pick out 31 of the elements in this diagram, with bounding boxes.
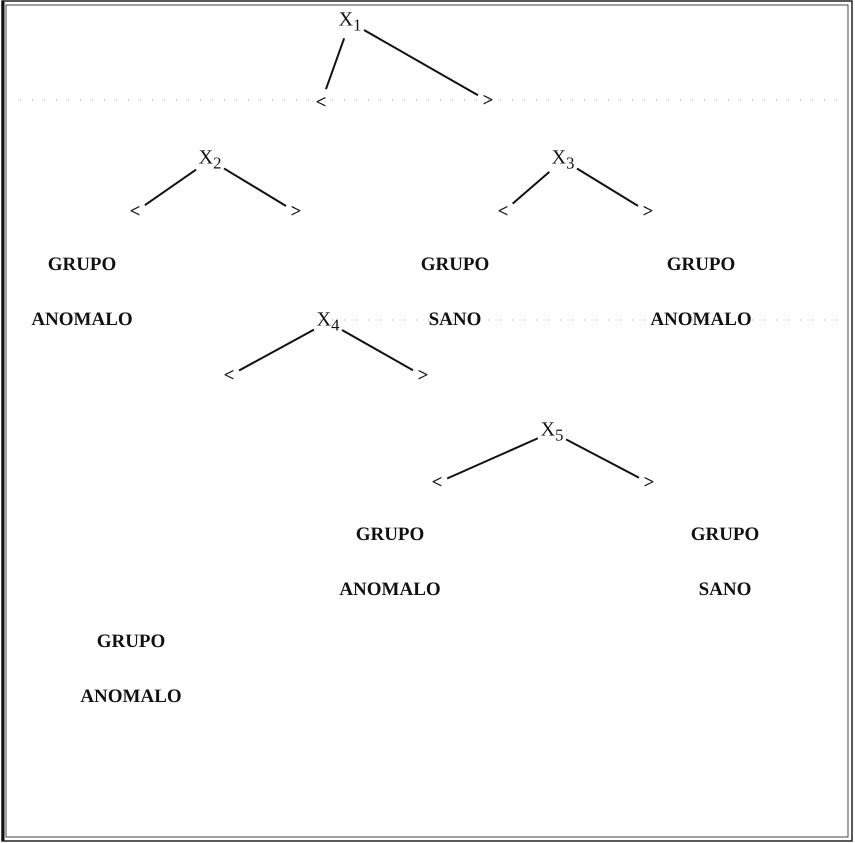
group-label: GRUPO ANOMALO	[339, 507, 441, 617]
comparison-sign: <	[496, 201, 510, 223]
variable-label: X$_{4}$	[316, 308, 340, 336]
variable-label: X$_{3}$	[552, 146, 574, 174]
branch-line	[342, 329, 414, 372]
variable-label: X$_{1}$	[338, 8, 362, 36]
group-label: GRUPO SANO	[690, 507, 760, 617]
comparison-sign: >	[480, 90, 496, 112]
comparison-sign: <	[222, 365, 236, 387]
branch-line	[364, 29, 478, 96]
branch-line	[223, 168, 287, 207]
group-label: GRUPO ANOMALO	[31, 237, 133, 347]
comparison-sign: >	[416, 365, 430, 387]
comparison-sign: <	[314, 92, 328, 114]
comparison-sign: <	[430, 472, 444, 494]
comparison-sign: <	[128, 201, 142, 223]
branch-line	[566, 438, 640, 479]
branch-line	[576, 168, 639, 207]
comparison-sign: >	[640, 201, 656, 223]
branch-line	[512, 171, 550, 204]
branch-line	[238, 328, 314, 372]
comparison-sign: >	[642, 472, 656, 494]
variable-label: X$_{2}$	[198, 146, 222, 174]
comparison-sign: >	[288, 201, 304, 223]
group-label: GRUPO ANOMALO	[80, 614, 182, 724]
branch-line	[144, 168, 197, 206]
group-label: GRUPO ANOMALO	[650, 237, 752, 347]
branch-line	[446, 437, 538, 480]
variable-label: X$_{5}$	[540, 418, 564, 446]
branch-line	[325, 38, 346, 90]
group-label: GRUPO SANO	[420, 237, 490, 347]
